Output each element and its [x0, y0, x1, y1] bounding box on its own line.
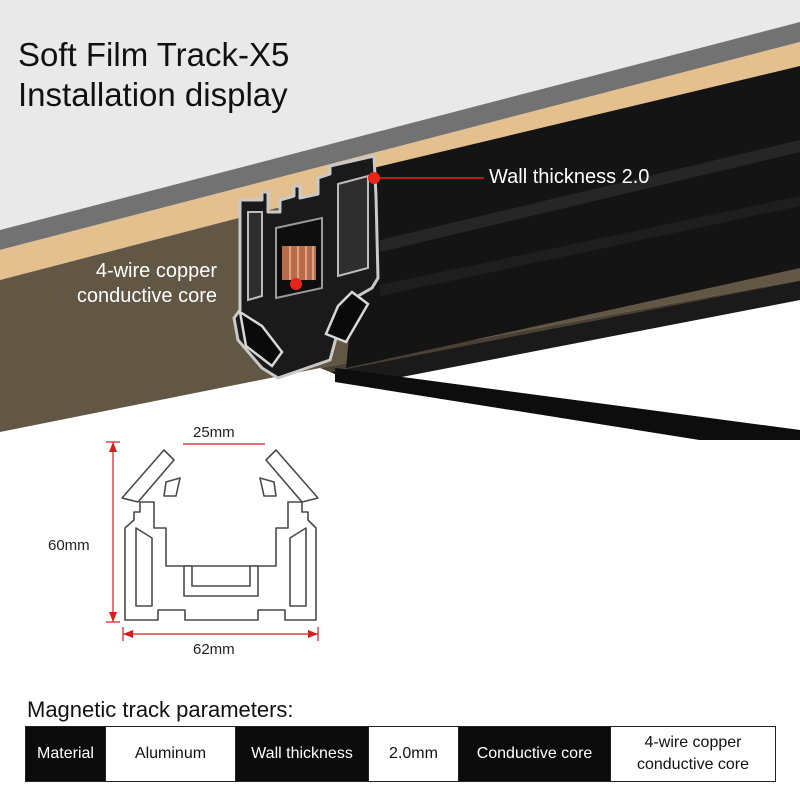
param-value-material: Aluminum: [105, 726, 236, 782]
bottom-width-arrow-right: [308, 630, 318, 638]
param-key-conductive-core: Conductive core: [458, 726, 611, 782]
profile-drawing-right-hook: [259, 477, 277, 497]
track-profile-cross-section: [232, 154, 380, 380]
copper-core-callout-line-2: conductive core: [76, 285, 217, 307]
ceiling-edge-band: [0, 22, 800, 250]
profile-drawing-center-channel: [183, 565, 259, 597]
param-value-wall-thickness: 2.0mm: [368, 726, 459, 782]
parameters-table: Material Aluminum Wall thickness 2.0mm C…: [25, 726, 776, 782]
profile-drawing-left-wing: [121, 449, 175, 503]
wood-strip: [0, 42, 800, 280]
bottom-width-arrow-left: [123, 630, 133, 638]
profile-drawing-left-wall: [135, 527, 153, 607]
height-arrow-bottom: [109, 612, 117, 622]
track-body: [330, 66, 800, 440]
wall-thickness-marker: [368, 172, 380, 184]
profile-drawing-right-wall: [289, 527, 307, 607]
dimension-width-top: 25mm: [193, 424, 235, 441]
profile-left-chamber: [247, 211, 263, 302]
param-key-material: Material: [25, 726, 106, 782]
param-key-wall-thickness: Wall thickness: [235, 726, 369, 782]
copper-core-callout: 4-wire copper conductive core: [62, 259, 217, 309]
track-top-face: [346, 66, 800, 368]
height-arrow-top: [109, 442, 117, 452]
callout-markers: [290, 172, 484, 290]
profile-drawing-left-hook: [163, 477, 181, 497]
parameters-row: Material Aluminum Wall thickness 2.0mm C…: [25, 726, 776, 782]
diffuser-strip: [335, 368, 800, 440]
dimension-width-bottom: 62mm: [193, 641, 235, 658]
profile-right-clip: [324, 290, 370, 344]
track-groove-lower: [380, 196, 800, 296]
param-value-conductive-core-line-1: 4-wire copper: [644, 734, 742, 752]
param-value-conductive-core: 4-wire copper conductive core: [610, 726, 776, 782]
profile-drawing-outer: [124, 501, 317, 621]
page-title-line-1: Soft Film Track-X5: [18, 36, 290, 73]
page-title-line-2: Installation display: [18, 76, 288, 113]
copper-core-marker: [290, 278, 302, 290]
profile-dimension-drawing: [106, 441, 319, 641]
wall-thickness-callout: Wall thickness 2.0: [489, 166, 650, 188]
ceiling-surface: [0, 0, 800, 230]
wall-shadow: [320, 280, 800, 372]
copper-core-callout-line-1: 4-wire copper: [95, 260, 217, 282]
profile-drawing-right-wing: [265, 449, 319, 503]
dimension-height: 60mm: [48, 537, 90, 554]
param-value-conductive-core-line-2: conductive core: [636, 756, 750, 773]
parameters-heading: Magnetic track parameters:: [27, 697, 294, 722]
installation-scene: [0, 0, 800, 440]
track-underside: [330, 281, 800, 385]
track-groove-upper: [380, 140, 800, 252]
profile-line-drawing: [121, 449, 319, 621]
profile-right-chamber: [337, 174, 369, 278]
profile-left-clip: [238, 309, 284, 368]
